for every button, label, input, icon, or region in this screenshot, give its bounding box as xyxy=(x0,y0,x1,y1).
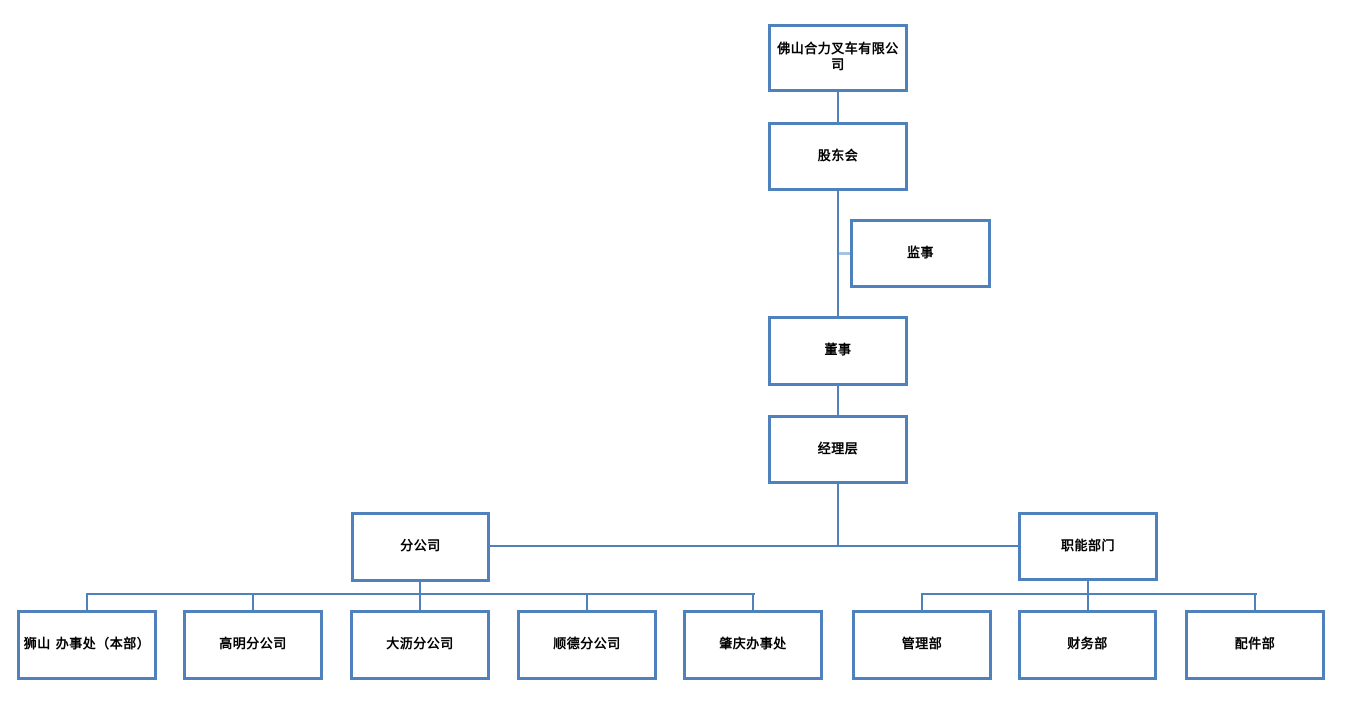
node-gaoming-branch-label: 高明分公司 xyxy=(219,637,287,653)
connector-drop-shunde xyxy=(586,593,588,610)
node-management-label: 经理层 xyxy=(817,441,859,457)
node-functional-group[interactable]: 职能部门 xyxy=(1018,512,1158,581)
node-management-dept-label: 管理部 xyxy=(901,637,943,653)
connector-junction-horizontal xyxy=(489,545,1019,547)
connector-drop-zhaoqing xyxy=(752,593,754,610)
connector-right-bus xyxy=(921,593,1257,595)
node-finance-dept[interactable]: 财务部 xyxy=(1018,610,1157,680)
node-supervisor[interactable]: 监事 xyxy=(850,219,991,288)
node-functional-group-label: 职能部门 xyxy=(1060,538,1115,554)
connector-supervisor-spur xyxy=(839,252,850,255)
node-shareholders-label: 股东会 xyxy=(817,148,859,164)
connector-functional-bus xyxy=(1087,580,1089,595)
node-dali-branch[interactable]: 大沥分公司 xyxy=(350,610,490,680)
node-zhaoqing-office-label: 肇庆办事处 xyxy=(719,637,787,653)
connector-management-junction xyxy=(837,484,839,547)
node-director[interactable]: 董事 xyxy=(768,316,908,386)
node-branch-group-label: 分公司 xyxy=(400,539,441,555)
node-management[interactable]: 经理层 xyxy=(768,415,908,484)
node-gaoming-branch[interactable]: 高明分公司 xyxy=(183,610,323,680)
node-director-label: 董事 xyxy=(824,343,852,359)
connector-drop-dali xyxy=(419,593,421,610)
connector-drop-shishan xyxy=(86,593,88,610)
connector-drop-finance-dept xyxy=(1087,593,1089,610)
node-shishan-office-label: 狮山 办事处（本部） xyxy=(23,637,151,653)
connector-drop-management-dept xyxy=(921,593,923,610)
node-dali-branch-label: 大沥分公司 xyxy=(386,637,454,653)
connector-director-management xyxy=(837,386,839,415)
node-finance-dept-label: 财务部 xyxy=(1067,637,1108,653)
connector-shareholders-director xyxy=(837,191,839,316)
node-parts-dept[interactable]: 配件部 xyxy=(1185,610,1325,680)
node-shunde-branch-label: 顺德分公司 xyxy=(553,637,621,653)
node-management-dept[interactable]: 管理部 xyxy=(852,610,992,680)
connector-branches-bus xyxy=(419,581,421,595)
node-parts-dept-label: 配件部 xyxy=(1234,637,1276,653)
connector-drop-gaoming xyxy=(252,593,254,610)
connector-drop-parts-dept xyxy=(1254,593,1256,610)
node-shareholders[interactable]: 股东会 xyxy=(768,122,908,191)
node-company-label: 佛山合力叉车有限公司 xyxy=(777,42,899,73)
node-branch-group[interactable]: 分公司 xyxy=(351,512,490,582)
node-shunde-branch[interactable]: 顺德分公司 xyxy=(517,610,657,680)
node-shishan-office[interactable]: 狮山 办事处（本部） xyxy=(17,610,157,680)
node-supervisor-label: 监事 xyxy=(906,245,934,261)
connector-company-shareholders xyxy=(837,92,839,122)
node-zhaoqing-office[interactable]: 肇庆办事处 xyxy=(683,610,823,680)
node-company[interactable]: 佛山合力叉车有限公司 xyxy=(768,24,908,92)
